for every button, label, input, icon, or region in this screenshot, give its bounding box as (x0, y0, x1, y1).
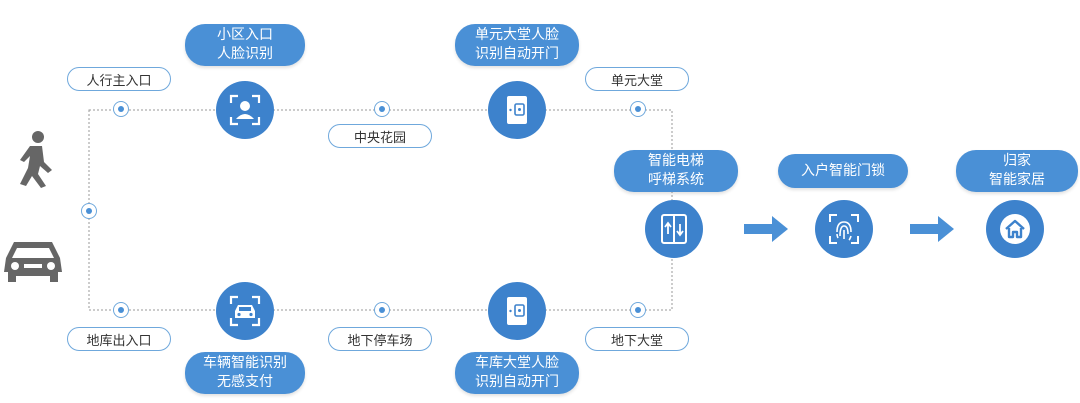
route-dot (630, 302, 646, 318)
node-unit-lobby-face: 单元大堂人脸 识别自动开门 (455, 24, 579, 66)
label-central-garden: 中央花园 (328, 124, 432, 148)
label-pedestrian-entrance: 人行主入口 (67, 67, 171, 91)
house-icon (986, 200, 1044, 258)
node-garage-lobby-face: 车库大堂人脸 识别自动开门 (455, 352, 579, 394)
walking-person-icon (20, 131, 52, 188)
label-underground-lobby: 地下大堂 (585, 327, 689, 351)
route-dot (113, 302, 129, 318)
vehicle-scan-icon (216, 282, 274, 340)
arrow-icon (910, 216, 954, 242)
door-sensor-icon (488, 81, 546, 139)
label-garage-entrance: 地库出入口 (67, 327, 171, 351)
arrow-icon (744, 216, 788, 242)
car-icon (4, 242, 62, 282)
node-community-entrance: 小区入口 人脸识别 (185, 24, 305, 66)
route-dot (374, 101, 390, 117)
route-dot (374, 302, 390, 318)
route-dot (81, 203, 97, 219)
route-dot (630, 101, 646, 117)
node-home: 归家 智能家居 (956, 150, 1078, 192)
door-sensor-icon (488, 282, 546, 340)
node-vehicle-recognition: 车辆智能识别 无感支付 (185, 352, 305, 394)
face-recognition-icon (216, 81, 274, 139)
elevator-icon (645, 200, 703, 258)
route-dot (113, 101, 129, 117)
node-smart-lock: 入户智能门锁 (778, 154, 908, 188)
label-underground-parking: 地下停车场 (328, 327, 432, 351)
fingerprint-icon (815, 200, 873, 258)
label-unit-lobby: 单元大堂 (585, 67, 689, 91)
node-smart-elevator: 智能电梯 呼梯系统 (614, 150, 738, 192)
